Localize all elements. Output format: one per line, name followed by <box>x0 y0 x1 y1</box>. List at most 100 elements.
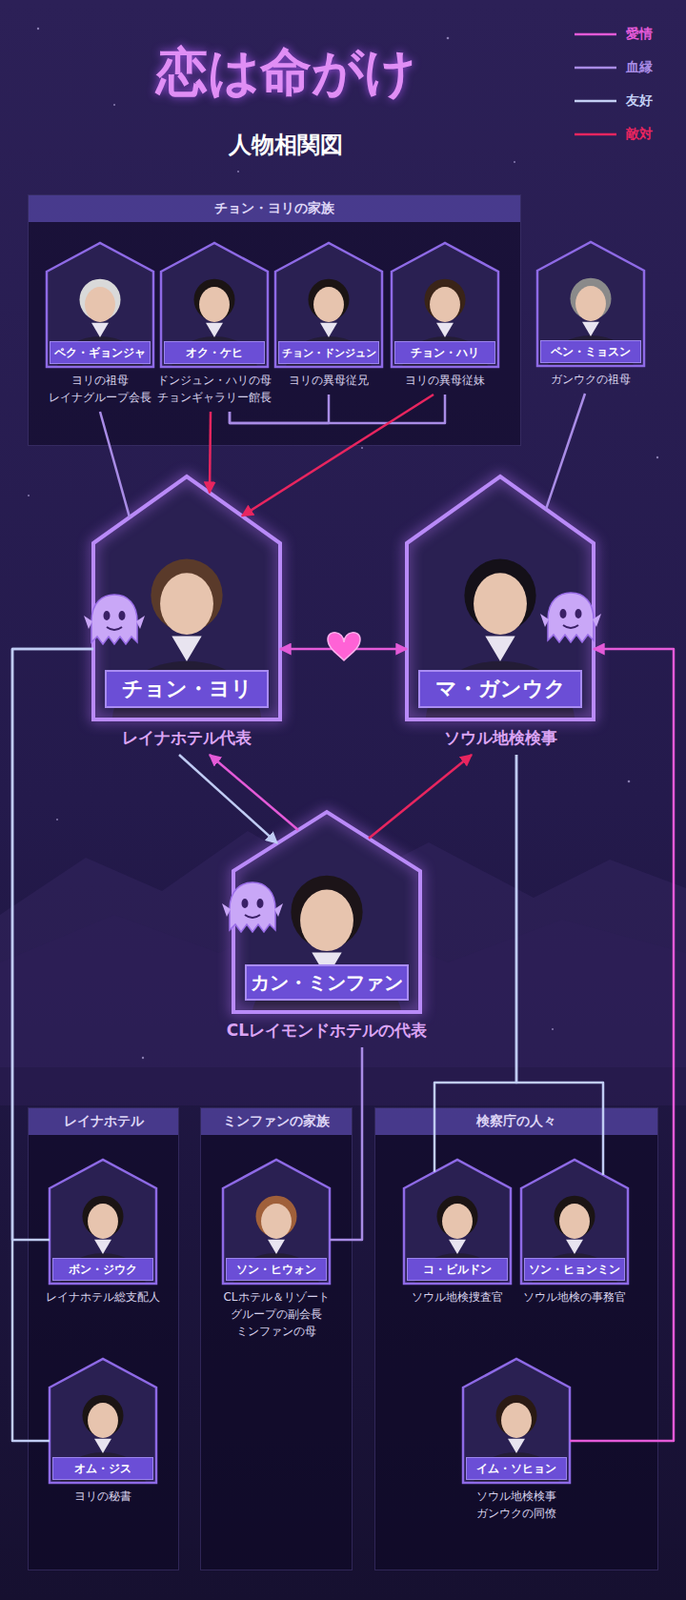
person-name: ペン・ミョスン <box>550 343 631 361</box>
decoration <box>507 1438 525 1453</box>
panel-title: 検察庁の人々 <box>476 1112 557 1130</box>
house-frame: マ・ガンウク <box>406 476 594 720</box>
decoration <box>402 279 488 367</box>
decoration <box>300 888 354 951</box>
person-name: チョン・ヨリ <box>121 674 253 704</box>
house-frame: コ・ビルドン <box>403 1159 511 1284</box>
legend-line-sample <box>574 29 617 40</box>
role-description: ソウル地検検事 <box>476 1487 557 1505</box>
decoration <box>484 635 515 661</box>
house-frame: カン・ミンファン <box>233 811 421 1012</box>
decoration <box>27 27 659 1059</box>
decoration <box>261 1203 292 1239</box>
decoration <box>205 322 223 338</box>
decoration <box>229 882 276 932</box>
decoration <box>244 914 261 918</box>
decoration <box>257 898 264 908</box>
decoration <box>575 608 583 619</box>
role-description: CLレイモンドホテルの代表 <box>226 1019 427 1042</box>
role-description: ソウル地検検事 <box>443 726 558 749</box>
relation-line <box>209 754 299 830</box>
decoration <box>161 242 268 367</box>
group-panel: チョン・ヨリの家族ペク・ギョンジャヨリの祖母レイナグループ会長オク・ケヒドンジュ… <box>27 194 522 446</box>
decoration <box>537 242 645 366</box>
house-frame: ペク・ギョンジャ <box>46 242 154 367</box>
group-panel: ミンファンの家族ソン・ヒウォンCLホテル＆リゾート グループの副会長ミンファンの… <box>200 1107 353 1571</box>
role-description: レイナホテル代表 <box>121 726 252 749</box>
person-card: イム・ソヒョンソウル地検検事ガンウクの同僚 <box>463 1358 570 1528</box>
panel-header: ミンファンの家族 <box>201 1108 352 1135</box>
decoration <box>222 1159 330 1284</box>
decoration <box>60 1195 146 1284</box>
name-band: オム・ジス <box>52 1456 154 1480</box>
role-description: ソウル地検捜査官 <box>411 1288 504 1306</box>
decoration <box>448 1239 466 1254</box>
decoration <box>103 610 111 621</box>
ghost-icon <box>540 592 602 643</box>
decoration <box>547 278 634 366</box>
house-frame: イム・ソヒョン <box>463 1358 570 1483</box>
person-card: チョン・ドンジュンヨリの異母従兄 <box>275 242 383 395</box>
decoration <box>274 903 283 917</box>
decoration <box>242 898 249 908</box>
person-name: チョン・ハリ <box>410 344 480 362</box>
decoration <box>391 242 499 367</box>
decoration <box>94 1239 112 1254</box>
house-frame: ソン・ヒウォン <box>222 1159 330 1284</box>
role-description: ソウル地検の事務官 <box>523 1288 626 1306</box>
person-card: オク・ケヒドンジュン・ハリの母チョンギャラリー館長 <box>157 242 272 412</box>
decoration <box>199 286 230 323</box>
legend-row: 友好 <box>574 83 653 118</box>
decoration <box>446 37 450 41</box>
role-description: レイナホテル総支配人 <box>45 1288 161 1306</box>
decoration <box>91 322 109 338</box>
name-band: ソン・ヒウォン <box>225 1257 327 1281</box>
legend-text: 愛情 <box>625 25 653 43</box>
house-frame: チョン・ヨリ <box>93 476 281 720</box>
decoration <box>501 1402 532 1438</box>
person-name: チョン・ドンジュン <box>282 345 377 361</box>
role-description: レイナグループ会長 <box>48 388 152 406</box>
person-card: ボン・ジウクレイナホテル総支配人 <box>45 1159 161 1312</box>
decoration <box>320 322 338 338</box>
decoration <box>551 1028 554 1030</box>
name-band: ボン・ジウク <box>52 1257 154 1281</box>
name-band: チョン・ハリ <box>394 341 496 364</box>
role-description: CLホテル＆リゾート グループの副会長 <box>209 1288 343 1323</box>
house-frame: チョン・ハリ <box>391 242 499 367</box>
decoration <box>46 242 154 367</box>
decoration <box>627 780 631 784</box>
group-panel: レイナホテルボン・ジウクレイナホテル総支配人オム・ジスヨリの秘書 <box>27 1107 180 1571</box>
decoration <box>141 1056 144 1059</box>
decoration <box>49 1358 157 1483</box>
person-name: コ・ビルドン <box>423 1261 492 1278</box>
decoration <box>84 286 116 323</box>
decoration <box>94 1438 112 1453</box>
person-name: マ・ガンウク <box>435 674 566 704</box>
name-band: チョン・ヨリ <box>104 669 269 708</box>
decoration <box>513 161 516 163</box>
decoration <box>574 99 617 102</box>
name-band: マ・ガンウク <box>418 669 583 708</box>
person-name: ソン・ヒウォン <box>236 1261 317 1278</box>
decoration <box>463 1358 570 1483</box>
decoration <box>537 242 645 366</box>
title-box: 恋は命がけ <box>0 38 572 108</box>
label-box: 人物相関図 <box>0 129 572 161</box>
subtitle: 人物相関図 <box>228 131 343 159</box>
decoration <box>574 32 617 36</box>
legend-line-sample <box>574 96 617 106</box>
house-frame: ペン・ミョスン <box>537 242 645 366</box>
person-card: コ・ビルドンソウル地検捜査官 <box>403 1159 511 1312</box>
panel-header: チョン・ヨリの家族 <box>28 195 521 222</box>
legend-row: 愛情 <box>574 17 653 51</box>
person-card: ペク・ギョンジャヨリの祖母レイナグループ会長 <box>46 242 154 412</box>
decoration <box>106 626 122 630</box>
person-name: カン・ミンファン <box>250 969 404 996</box>
name-band: ペク・ギョンジャ <box>49 341 151 364</box>
relation-line <box>209 411 211 493</box>
decoration <box>83 615 93 629</box>
decoration <box>473 572 527 635</box>
decoration <box>463 1358 570 1483</box>
